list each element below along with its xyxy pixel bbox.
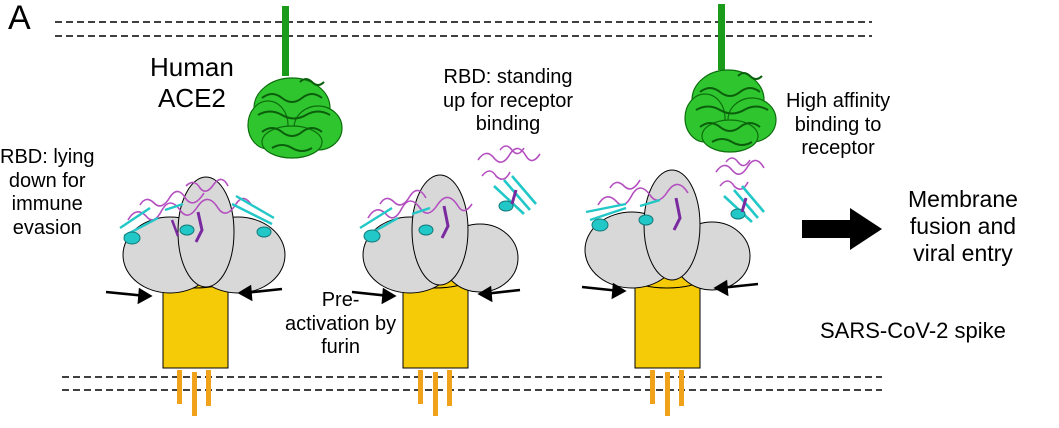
ace2-label-line: ACE2 [157, 82, 226, 113]
ace2-receptor-1 [247, 6, 343, 159]
spike-lobes [584, 169, 751, 291]
spike-protein-1 [119, 176, 286, 416]
rbd-lying-down-label: RBD: lying down for immune evasion [0, 146, 94, 240]
ace2-transmembrane-helix [282, 6, 289, 76]
spike-stalk [634, 279, 701, 369]
panel-label: A [8, 0, 31, 37]
rbd-standing-up-label: RBD: standing up for receptor binding [443, 66, 573, 137]
rbd-cluster-down [359, 189, 473, 243]
spike-tails [650, 370, 684, 416]
rbd-bound-to-receptor [715, 157, 765, 223]
preactivation-line: furin [321, 336, 361, 359]
membrane-fusion-label: Membrane fusion and viral entry [908, 186, 1018, 267]
high-affinity-line: receptor [801, 137, 875, 160]
rbd-cluster-down [585, 179, 689, 232]
high-affinity-line: binding to [794, 113, 882, 136]
rbd-standing-line: up for receptor [443, 89, 574, 112]
spike-label: SARS-CoV-2 spike [820, 318, 1006, 343]
high-affinity-line: High affinity [786, 90, 891, 112]
preactivation-label: Pre- activation by furin [285, 289, 396, 360]
spike-protein-2 [359, 145, 541, 416]
fusion-arrow [802, 208, 882, 250]
spike-stalk [402, 279, 469, 369]
spike-protein-3 [584, 157, 765, 416]
membrane-fusion-line: viral entry [913, 240, 1013, 267]
spike-tails [177, 370, 211, 416]
preactivation-line: activation by [285, 312, 397, 335]
ace2-transmembrane-helix [718, 4, 725, 70]
rbd-standing-line: binding [475, 113, 541, 136]
rbd-cluster-down [119, 178, 275, 245]
preactivation-line: Pre- [321, 289, 360, 311]
membrane-fusion-line: fusion and [909, 213, 1017, 240]
membrane-fusion-line: Membrane [908, 186, 1018, 212]
ace2-label: Human ACE2 [150, 52, 234, 113]
rbd-lying-line: down for [8, 169, 86, 192]
ace2-receptor-2 [684, 4, 777, 153]
high-affinity-label: High affinity binding to receptor [786, 90, 890, 161]
spike-lobes [122, 176, 286, 294]
rbd-lying-line: evasion [12, 216, 82, 239]
rbd-lying-line: RBD: lying [0, 146, 95, 168]
furin-arrows [105, 279, 759, 305]
rbd-standing-line: RBD: standing [443, 66, 573, 88]
spike-stalk [162, 279, 229, 369]
ace2-label-line: Human [150, 52, 234, 82]
spike-lobes [362, 174, 519, 294]
rbd-standing-up [477, 145, 541, 215]
rbd-lying-line: immune [11, 193, 83, 216]
spike-tails [418, 370, 452, 416]
